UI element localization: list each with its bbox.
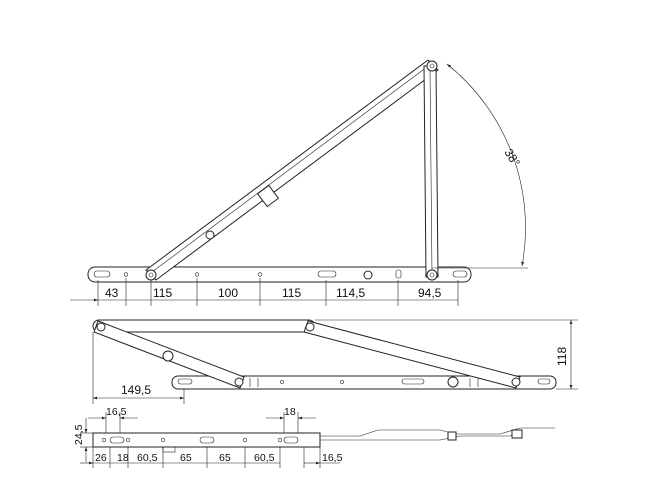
dim-94-5: 94,5 (418, 286, 442, 300)
top-pivot-rivet (426, 60, 438, 72)
dim-115: 115 (282, 286, 301, 300)
top-rail-slot (395, 269, 402, 279)
top-pivot-rivet (426, 269, 438, 281)
dim-100: 100 (218, 286, 238, 300)
top-rail-hole (194, 272, 200, 277)
top-pivot-rivet (205, 230, 215, 240)
dim-16-5-right: 16,5 (322, 452, 343, 464)
top-long-arm (145, 59, 439, 281)
dim-18-top: 18 (284, 406, 296, 418)
dim-65: 65 (219, 452, 231, 464)
dim-43: 43 (105, 286, 119, 300)
dim-60-5: 60,5 (137, 452, 158, 464)
top-slider-block (256, 184, 280, 208)
middle-right-arm (303, 320, 521, 389)
middle-top-bar (92, 319, 316, 333)
top-rail-hole (257, 272, 263, 277)
top-rail-slot (452, 270, 468, 278)
top-rail-slot (93, 270, 111, 278)
top-pivot-rivet (363, 270, 373, 280)
bottom-view: 16,5 18 24,5 26 18 60,5 65 65 60,5 16,5 (73, 406, 555, 468)
top-pivot-rivet (145, 269, 157, 281)
dim-60-5: 60,5 (254, 452, 275, 464)
top-rail-slot (317, 270, 337, 278)
dim-114-5: 114,5 (336, 286, 365, 300)
top-base-rail (87, 266, 472, 283)
bottom-base-plate (92, 432, 321, 448)
dim-65: 65 (180, 452, 192, 464)
dim-24-5: 24,5 (73, 424, 85, 445)
dim-18: 18 (117, 452, 129, 464)
middle-base-rail (171, 375, 557, 390)
middle-view: 118 149,5 (92, 319, 578, 404)
top-rail-hole (123, 272, 129, 277)
angle-label: 38° (501, 146, 523, 169)
top-dimension-chain: 43 115 100 115 114,5 94,5 (70, 278, 459, 306)
angle-arc (446, 63, 526, 267)
dim-115: 115 (153, 286, 172, 300)
height-dim-118: 118 (555, 347, 569, 366)
dim-26: 26 (95, 452, 107, 464)
dim-16-5-top: 16,5 (106, 406, 127, 418)
width-dim-149-5: 149,5 (121, 383, 151, 397)
top-view: 38° 43 115 100 115 114,5 94,5 (70, 59, 528, 306)
